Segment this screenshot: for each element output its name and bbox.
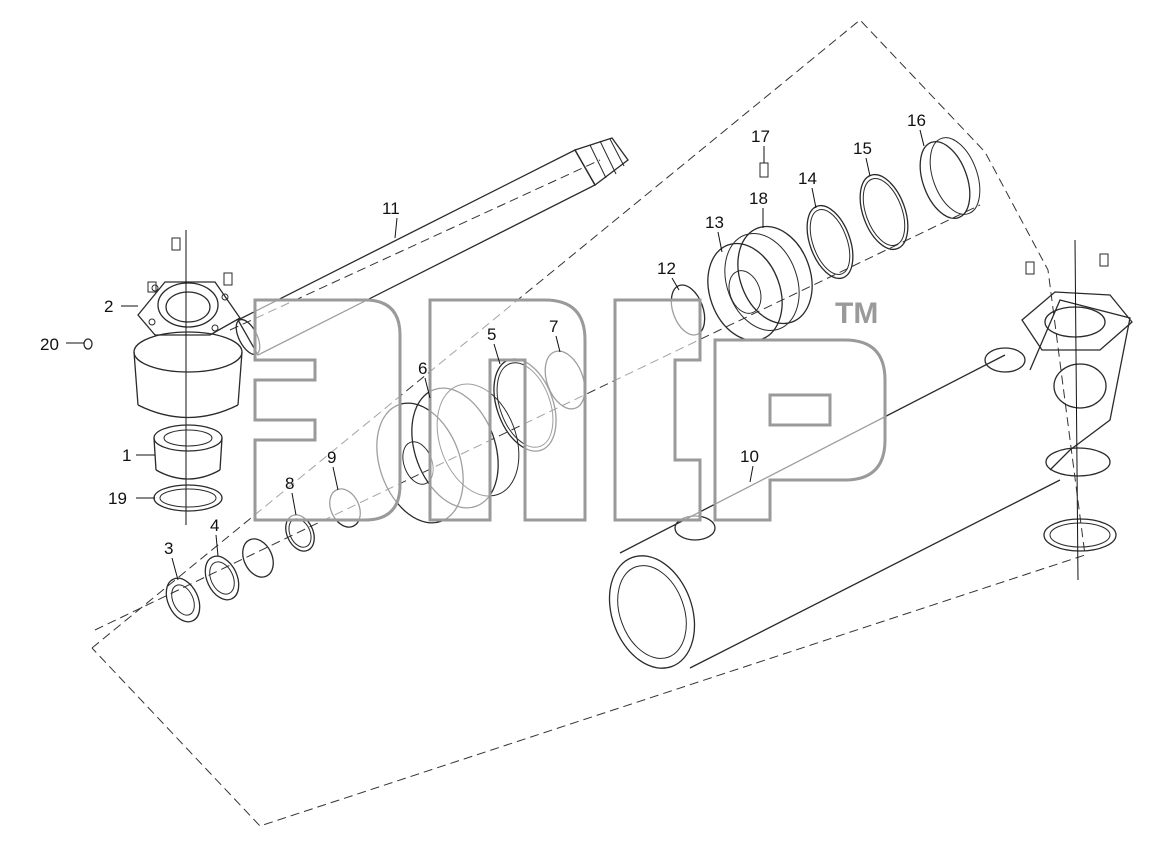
callout-15: 15 — [853, 139, 872, 158]
rod-axis-line — [229, 159, 601, 331]
callout-6: 6 — [418, 359, 427, 378]
watermark-logo: TM — [253, 297, 887, 522]
ring-15 — [859, 174, 909, 250]
exploded-boundary — [91, 19, 1086, 827]
ring-16 — [919, 137, 981, 219]
callout-17: 17 — [751, 127, 770, 146]
gland-housing — [133, 331, 243, 419]
end-cap-flange — [137, 230, 241, 525]
callout-4: 4 — [210, 516, 219, 535]
piston-rod — [235, 137, 629, 356]
callout-2: 2 — [104, 297, 113, 316]
screw-20 — [83, 338, 93, 350]
callout-12: 12 — [657, 259, 676, 278]
bushing — [153, 424, 223, 480]
callout-1: 1 — [122, 446, 131, 465]
leader-lines — [66, 129, 925, 581]
callout-labels: 1 2 3 4 5 6 7 8 9 10 11 12 13 14 15 16 1… — [40, 111, 926, 558]
gland-nut-13 — [707, 225, 813, 342]
callout-16: 16 — [907, 111, 926, 130]
watermark-trademark: TM — [835, 297, 878, 330]
callout-19: 19 — [108, 489, 127, 508]
callout-18: 18 — [749, 189, 768, 208]
callout-5: 5 — [487, 325, 496, 344]
callout-3: 3 — [164, 539, 173, 558]
callout-8: 8 — [285, 474, 294, 493]
callout-9: 9 — [327, 448, 336, 467]
callout-7: 7 — [549, 317, 558, 336]
screw-17 — [759, 162, 769, 178]
seal-ring-19 — [153, 484, 223, 512]
wiper-ring-3 — [165, 577, 201, 623]
callout-13: 13 — [705, 213, 724, 232]
callout-20: 20 — [40, 335, 59, 354]
callout-14: 14 — [798, 169, 817, 188]
callout-11: 11 — [382, 199, 400, 218]
callout-10: 10 — [740, 447, 759, 466]
ring-14 — [806, 204, 854, 280]
seal-ring-4 — [204, 555, 240, 601]
bushing-ring — [242, 538, 274, 578]
